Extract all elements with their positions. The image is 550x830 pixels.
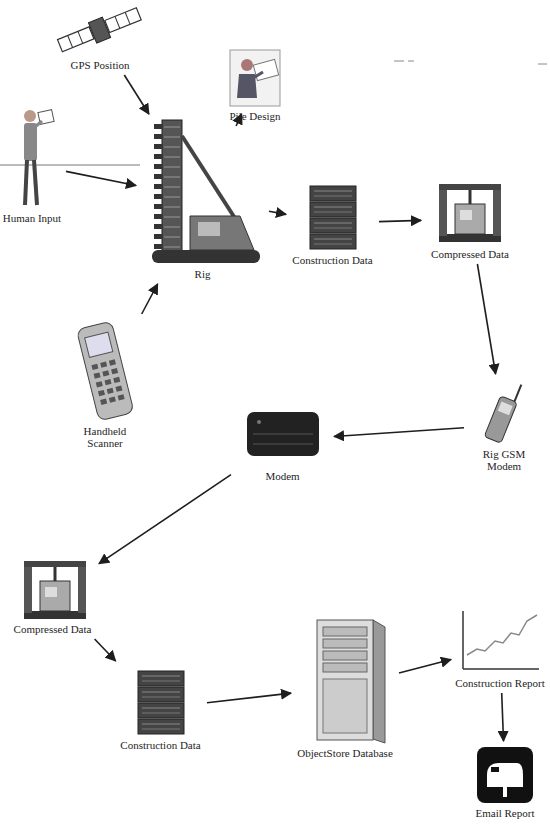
flow-node: Rig	[140, 118, 265, 280]
flow-arrow	[99, 475, 231, 564]
flow-arrow	[334, 428, 464, 437]
node-label: Construction Data	[290, 254, 375, 266]
flow-node: Rig GSM Modem	[468, 378, 540, 472]
node-label: Compressed Data	[10, 623, 95, 635]
flow-node: Compressed Data	[425, 178, 515, 260]
flow-node: GPS Position	[55, 2, 145, 71]
compress-icon	[10, 555, 95, 621]
flow-arrow	[124, 75, 149, 114]
flow-arrow	[269, 211, 286, 214]
person-icon	[2, 105, 62, 210]
phone-modem-icon	[468, 378, 540, 446]
flow-arrow	[502, 693, 504, 741]
piling-rig-icon	[140, 118, 265, 266]
flow-arrow	[66, 171, 136, 185]
designer-icon	[205, 48, 305, 108]
node-label: Rig GSM Modem	[468, 448, 540, 472]
flow-arrow	[95, 639, 116, 661]
modem-icon	[235, 398, 330, 468]
node-label: Rig	[140, 268, 265, 280]
scan-mark	[394, 61, 404, 62]
data-stack-icon	[118, 665, 203, 737]
flow-arrow	[142, 284, 158, 314]
node-label: GPS Position	[55, 59, 145, 71]
satellite-icon	[55, 2, 145, 57]
node-label: ObjectStore Database	[295, 747, 395, 759]
flow-node: ObjectStore Database	[295, 615, 395, 759]
node-label: Human Input	[2, 212, 62, 224]
node-label: Construction Report	[455, 677, 545, 689]
node-label: Email Report	[465, 807, 545, 819]
scanner-icon	[65, 318, 145, 423]
data-stack-icon	[290, 180, 375, 252]
chart-icon	[455, 605, 545, 675]
flow-node: Construction Data	[290, 180, 375, 266]
flow-node: Handheld Scanner	[65, 318, 145, 449]
flow-arrow	[477, 264, 495, 374]
server-icon	[295, 615, 395, 745]
flow-node: Construction Report	[455, 605, 545, 689]
flow-node: Construction Data	[118, 665, 203, 751]
scan-mark	[538, 64, 547, 65]
flow-arrow	[399, 660, 451, 674]
flow-arrow	[207, 693, 291, 703]
flow-node: Pile Design	[205, 48, 305, 122]
node-label: Pile Design	[205, 110, 305, 122]
scan-mark	[408, 61, 414, 62]
node-label: Construction Data	[118, 739, 203, 751]
node-label: Modem	[235, 470, 330, 482]
flow-node: Modem	[235, 398, 330, 482]
flow-node: Email Report	[465, 745, 545, 819]
flow-node: Human Input	[2, 105, 62, 224]
compress-icon	[425, 178, 515, 246]
node-label: Handheld Scanner	[65, 425, 145, 449]
flow-node: Compressed Data	[10, 555, 95, 635]
horizon-line	[0, 165, 140, 166]
flow-arrow	[379, 220, 421, 221]
node-label: Compressed Data	[425, 248, 515, 260]
mailbox-icon	[465, 745, 545, 805]
